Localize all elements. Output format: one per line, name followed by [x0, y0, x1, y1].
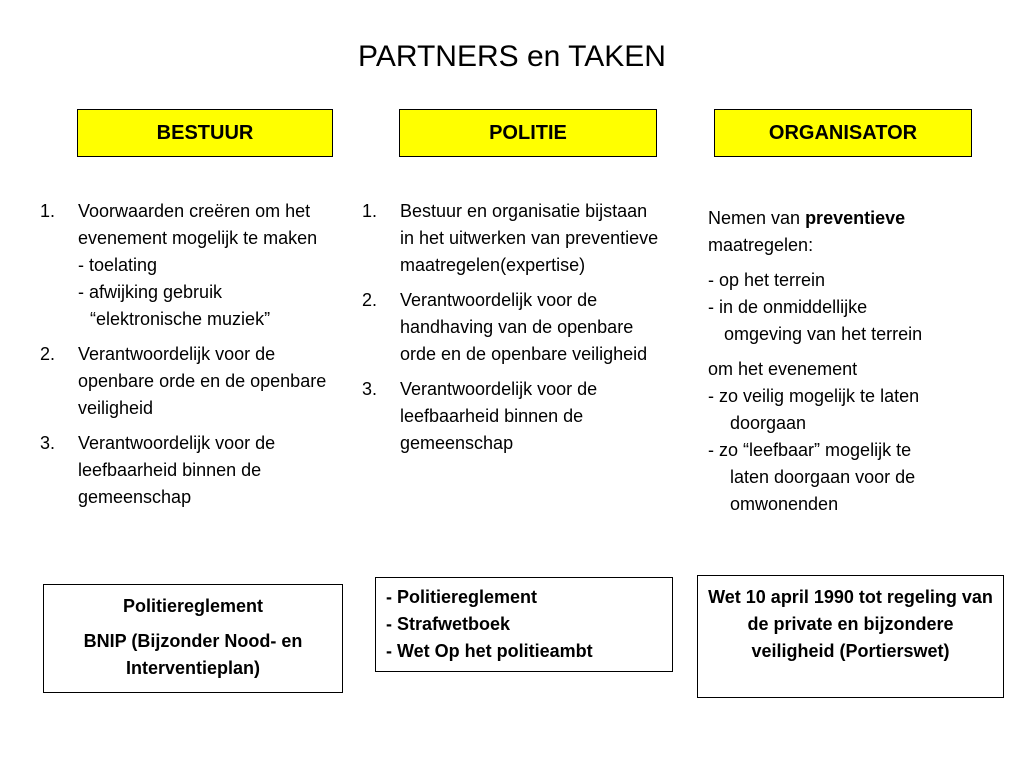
list-item: 2. Verantwoordelijk voor de handhaving v…: [362, 287, 662, 368]
list-item: 1. Bestuur en organisatie bijstaan in he…: [362, 198, 662, 279]
goal-item: doorgaan: [730, 413, 807, 433]
header-bestuur: BESTUUR: [77, 109, 333, 157]
legal-text: - Wet Op het politieambt: [386, 641, 593, 661]
item-subtext: - afwijking gebruik: [78, 282, 223, 302]
item-text: Verantwoordelijk voor de leefbaarheid bi…: [78, 433, 276, 507]
page-title: PARTNERS en TAKEN: [358, 40, 666, 73]
legal-text: BNIP (Bijzonder Nood- en Interventieplan…: [83, 631, 303, 678]
intro-emphasis: preventieve: [805, 208, 906, 228]
goal-item: omwonenden: [730, 494, 839, 514]
bestuur-tasks: 1. Voorwaarden creëren om het evenement …: [40, 198, 340, 519]
organisator-goals: om het evenement - zo veilig mogelijk te…: [708, 356, 998, 518]
header-organisator: ORGANISATOR: [714, 109, 972, 157]
item-text: Verantwoordelijk voor de leefbaarheid bi…: [400, 379, 598, 453]
item-number: 1.: [40, 201, 56, 221]
legal-text: - Politiereglement: [386, 587, 538, 607]
item-text: Voorwaarden creëren om het evenement mog…: [78, 201, 318, 248]
item-subtext: - toelating: [78, 255, 158, 275]
item-text: Verantwoordelijk voor de openbare orde e…: [78, 344, 327, 418]
header-politie: POLITIE: [399, 109, 657, 157]
location-item: omgeving van het terrein: [724, 324, 923, 344]
item-number: 2.: [362, 290, 378, 310]
legal-text: Wet 10 april 1990 tot regeling van de pr…: [708, 587, 993, 661]
item-text: Verantwoordelijk voor de handhaving van …: [400, 290, 648, 364]
goal-item: - zo “leefbaar” mogelijk te: [708, 440, 912, 460]
location-item: - in de onmiddellijke: [708, 297, 868, 317]
goal-item: - zo veilig mogelijk te laten: [708, 386, 920, 406]
politie-tasks: 1. Bestuur en organisatie bijstaan in he…: [362, 198, 662, 465]
organisator-legal-box: Wet 10 april 1990 tot regeling van de pr…: [697, 575, 1004, 698]
bestuur-legal-box: Politiereglement BNIP (Bijzonder Nood- e…: [43, 584, 343, 693]
legal-text: Politiereglement: [122, 596, 264, 616]
organisator-intro: Nemen van preventieve maatregelen:: [708, 205, 998, 259]
goal-item: laten doorgaan voor de: [730, 467, 916, 487]
item-number: 3.: [40, 433, 56, 453]
item-text: Bestuur en organisatie bijstaan in het u…: [400, 201, 659, 275]
list-item: 3. Verantwoordelijk voor de leefbaarheid…: [362, 376, 662, 457]
list-item: 3. Verantwoordelijk voor de leefbaarheid…: [40, 430, 340, 511]
item-number: 2.: [40, 344, 56, 364]
list-item: 2. Verantwoordelijk voor de openbare ord…: [40, 341, 340, 422]
organisator-locations: - op het terrein - in de onmiddellijke o…: [708, 267, 998, 348]
list-item: 1. Voorwaarden creëren om het evenement …: [40, 198, 340, 333]
goal-intro: om het evenement: [708, 359, 858, 379]
intro-text: Nemen van: [708, 208, 806, 228]
intro-text: maatregelen:: [708, 235, 814, 255]
organisator-tasks: Nemen van preventieve maatregelen: - op …: [708, 205, 998, 526]
legal-text: - Strafwetboek: [386, 614, 511, 634]
item-subtext: “elektronische muziek”: [90, 309, 271, 329]
location-item: - op het terrein: [708, 270, 826, 290]
item-number: 1.: [362, 201, 378, 221]
politie-legal-box: - Politiereglement - Strafwetboek - Wet …: [375, 577, 673, 672]
item-number: 3.: [362, 379, 378, 399]
